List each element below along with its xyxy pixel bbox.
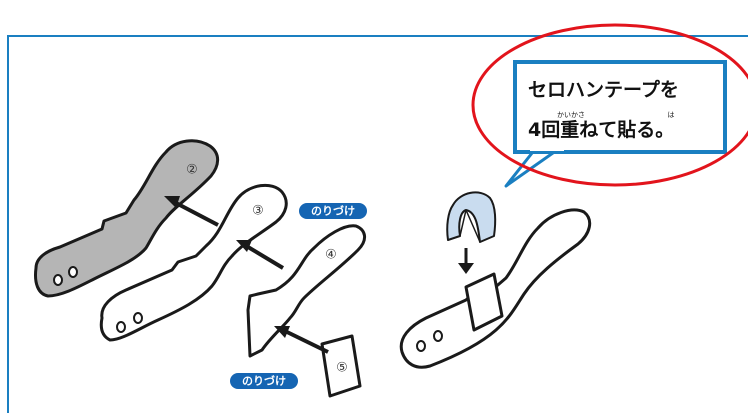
tape-band bbox=[464, 272, 504, 332]
part-5-shape bbox=[320, 334, 362, 398]
glue-badge-bottom: のりづけ bbox=[230, 373, 298, 389]
arrow-4-to-3 bbox=[236, 240, 285, 270]
assembled-piece bbox=[399, 208, 592, 369]
callout-line-1: セロハンテープを bbox=[528, 78, 679, 101]
assembled-hole-2 bbox=[433, 330, 443, 342]
part-2-label: ② bbox=[186, 163, 198, 178]
part-3-hole-1 bbox=[116, 321, 126, 333]
part-2-hole-1 bbox=[53, 274, 63, 286]
arrow-3-to-2 bbox=[164, 196, 219, 227]
assembled-hole-1 bbox=[416, 340, 426, 352]
part-4-label: ④ bbox=[325, 248, 337, 263]
down-arrow bbox=[458, 248, 474, 274]
highlight-circle bbox=[471, 23, 748, 187]
part-3-hole-2 bbox=[133, 312, 143, 324]
callout-line-2: 4回重ねて貼る。 bbox=[528, 118, 674, 141]
part-3-shape bbox=[99, 183, 288, 342]
arrow-5-to-4 bbox=[274, 326, 329, 354]
part-5-label: ⑤ bbox=[336, 361, 348, 376]
callout-ruby-ha: は bbox=[668, 111, 675, 119]
part-3-label: ③ bbox=[252, 204, 264, 219]
svg-text:のりづけ: のりづけ bbox=[242, 374, 286, 388]
part-4-shape bbox=[246, 224, 366, 358]
part-2-hole-2 bbox=[68, 266, 78, 278]
tape-piece bbox=[446, 191, 497, 243]
callout-box: セロハンテープを かいかさ は 4回重ねて貼る。 bbox=[504, 60, 727, 188]
glue-badge-top: のりづけ bbox=[299, 203, 367, 219]
diagram-frame bbox=[7, 35, 748, 413]
svg-text:のりづけ: のりづけ bbox=[311, 204, 355, 218]
part-2-shape bbox=[34, 139, 220, 298]
callout-ruby-kaikasa: かいかさ bbox=[557, 111, 585, 119]
